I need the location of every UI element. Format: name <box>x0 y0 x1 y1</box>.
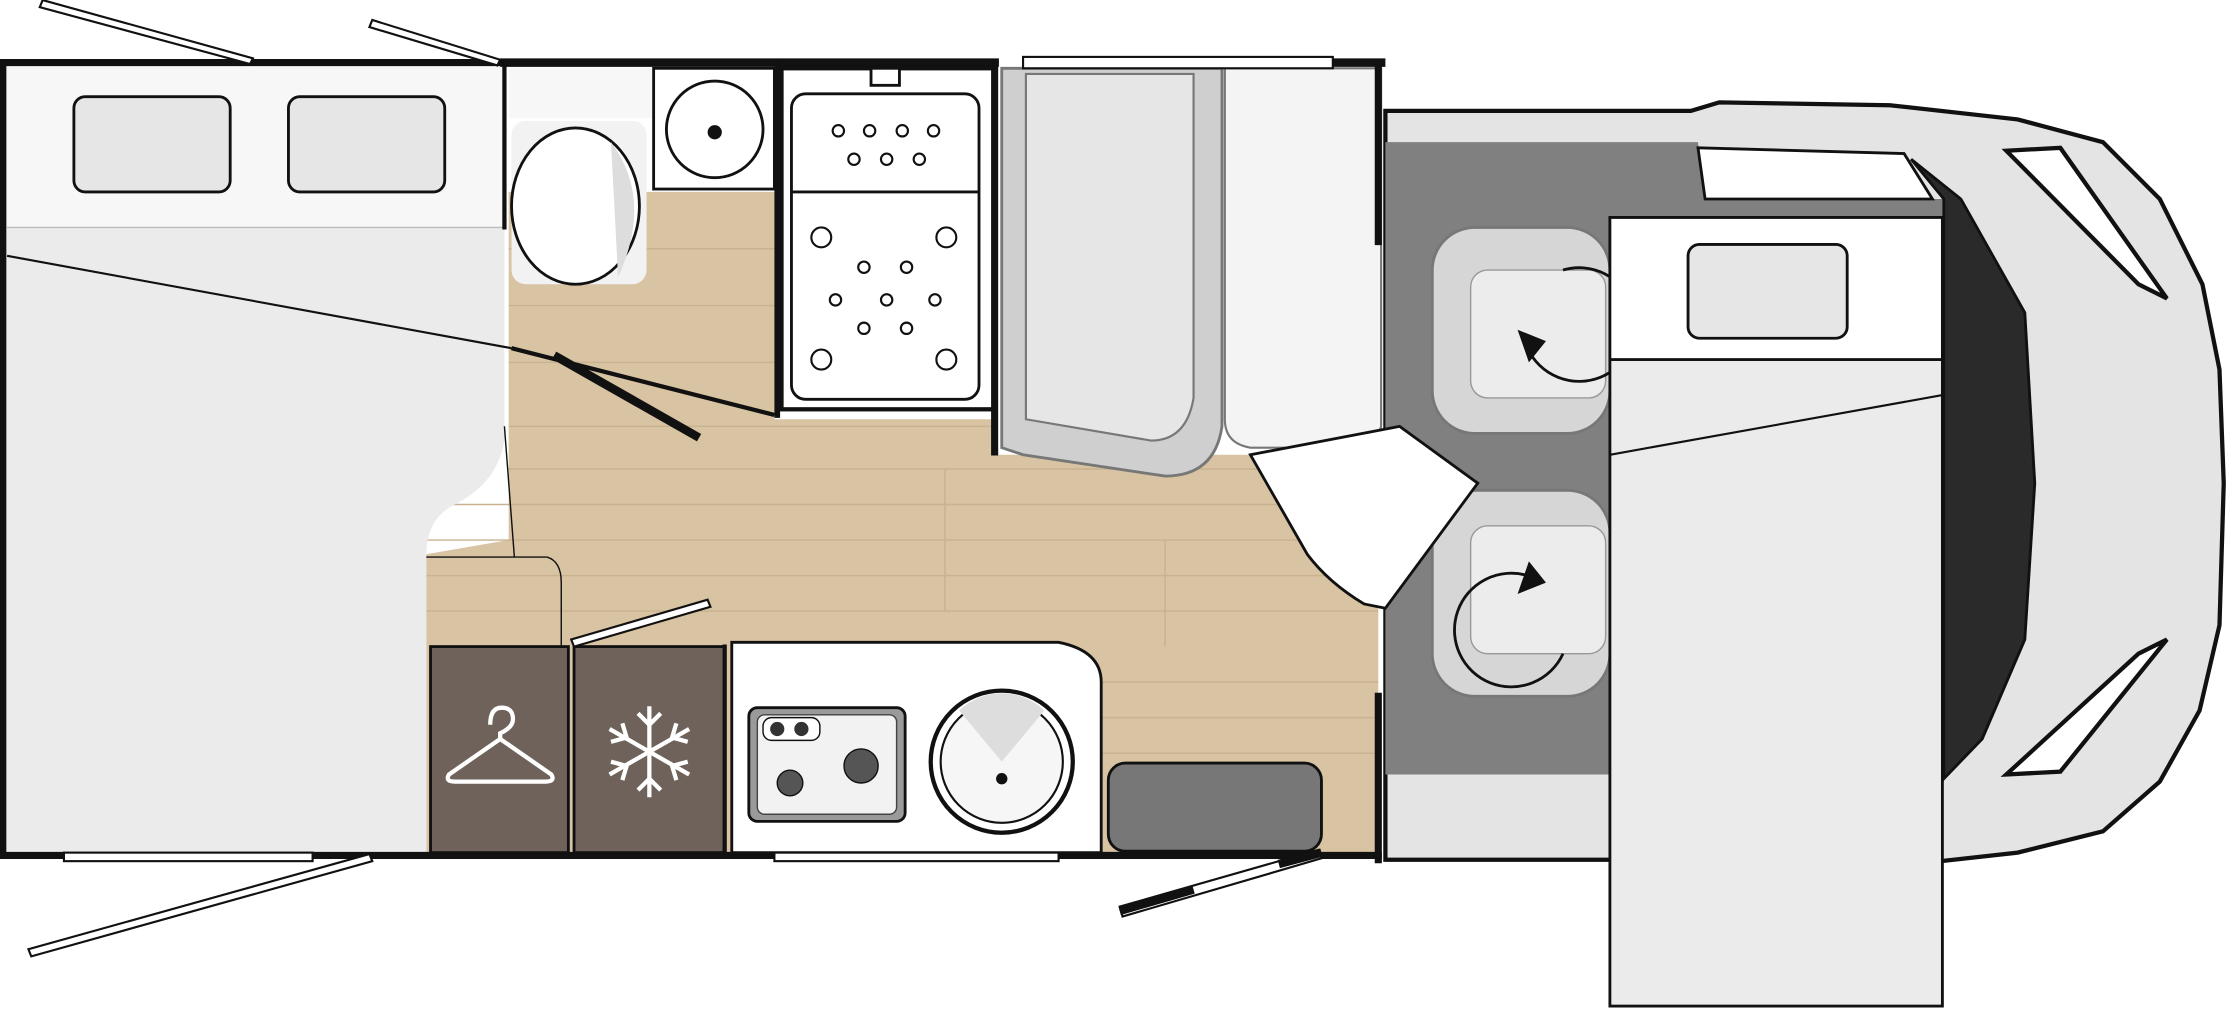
mirror-bottom <box>2000 637 2169 777</box>
pillow <box>1686 243 1849 340</box>
snowflake-icon <box>608 706 691 798</box>
burner <box>776 769 804 797</box>
window-flaps <box>26 0 712 958</box>
overcab-bed <box>1608 216 1944 1008</box>
hanger-icon <box>445 705 555 784</box>
floor-planks <box>426 248 1379 754</box>
dashboard <box>1696 146 1936 201</box>
cab-seat-passenger <box>1430 488 1612 698</box>
window <box>773 851 1060 863</box>
mirror-top <box>2001 145 2169 301</box>
entrance-door <box>1118 848 1323 918</box>
window <box>1021 55 1334 70</box>
dinette <box>1000 66 1480 610</box>
burner <box>843 748 879 784</box>
pillow <box>287 95 447 194</box>
pillow <box>72 95 232 194</box>
entrance-seat <box>1106 761 1323 853</box>
window <box>62 851 314 863</box>
wardrobe <box>429 645 570 855</box>
dinette-table <box>1248 424 1480 610</box>
bathroom <box>508 66 997 442</box>
rotate-arrow-icon <box>1453 571 1565 689</box>
rear-bed <box>6 64 562 853</box>
cab-seat-driver <box>1430 226 1638 435</box>
fridge <box>572 645 727 855</box>
kitchen <box>730 640 1323 855</box>
toilet <box>510 126 641 286</box>
